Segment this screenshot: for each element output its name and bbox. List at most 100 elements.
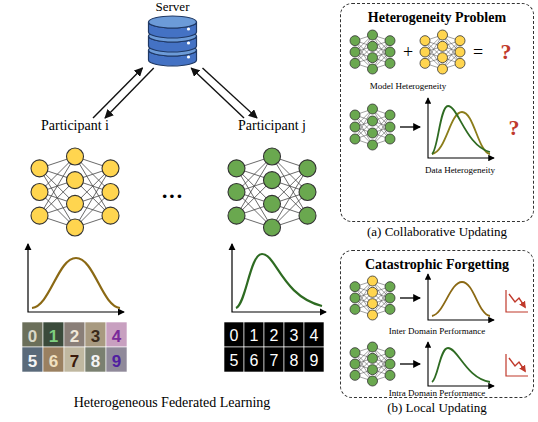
sync-arrow bbox=[203, 68, 258, 118]
neuron bbox=[228, 207, 245, 224]
neuron bbox=[31, 160, 48, 177]
neuron bbox=[368, 104, 378, 114]
neuron bbox=[368, 140, 378, 150]
neuron bbox=[264, 219, 281, 236]
digit-image: 4 bbox=[310, 328, 319, 344]
figure-label: Heterogeneous Federated Learning bbox=[74, 396, 271, 410]
ellipsis: ··· bbox=[161, 185, 183, 207]
image-tile bbox=[244, 347, 264, 372]
neuron bbox=[385, 47, 395, 57]
network-icon bbox=[350, 276, 395, 320]
neuron bbox=[368, 342, 378, 352]
neuron bbox=[350, 348, 360, 358]
sync-arrow bbox=[105, 68, 154, 118]
node-label: Participant i bbox=[25, 118, 125, 133]
status-dot bbox=[187, 27, 190, 30]
neuron bbox=[385, 282, 395, 292]
network-icon bbox=[25, 118, 125, 242]
chart-axes bbox=[428, 98, 494, 158]
neuron bbox=[438, 30, 448, 40]
flow-arrow bbox=[400, 363, 420, 364]
neuron bbox=[350, 110, 360, 120]
flow-arrow bbox=[400, 297, 420, 298]
neuron bbox=[350, 293, 360, 303]
neuron bbox=[299, 160, 316, 177]
neuron bbox=[350, 122, 360, 132]
neuron bbox=[385, 348, 395, 358]
digit-image: 2 bbox=[70, 327, 79, 344]
decline-icon bbox=[506, 290, 528, 312]
neuron bbox=[385, 110, 395, 120]
neuron bbox=[420, 58, 430, 68]
neuron bbox=[228, 184, 245, 201]
network-icon bbox=[350, 342, 395, 386]
digit-image: 0 bbox=[230, 328, 239, 344]
disc-top bbox=[149, 16, 197, 28]
neuron bbox=[455, 58, 465, 68]
row-label: Inter Domain Performance bbox=[389, 327, 485, 336]
digit-image: 2 bbox=[270, 328, 279, 344]
image-tile bbox=[85, 347, 106, 372]
neuron bbox=[368, 310, 378, 320]
image-tile bbox=[106, 347, 127, 372]
panel-caption: (b) Local Updating bbox=[341, 401, 533, 415]
neuron bbox=[67, 148, 84, 165]
neuron bbox=[67, 219, 84, 236]
chart-axes bbox=[232, 244, 326, 312]
participant-model: Participant i bbox=[25, 118, 125, 242]
digit-image: 1 bbox=[49, 327, 58, 344]
digit-image: 3 bbox=[91, 327, 100, 344]
panel-title: Heterogeneity Problem bbox=[341, 10, 533, 25]
network-icon bbox=[222, 118, 322, 242]
neuron bbox=[350, 47, 360, 57]
neuron bbox=[438, 41, 448, 51]
digit-image: 8 bbox=[91, 352, 100, 369]
image-tile bbox=[304, 322, 324, 347]
distribution-curve bbox=[32, 258, 120, 308]
digit-image: 6 bbox=[49, 352, 58, 369]
image-tile bbox=[264, 347, 284, 372]
neuron bbox=[368, 41, 378, 51]
decline-icon bbox=[509, 358, 525, 371]
neuron bbox=[102, 184, 119, 201]
neuron bbox=[368, 353, 378, 363]
neuron bbox=[264, 148, 281, 165]
neuron bbox=[385, 293, 395, 303]
sample-images bbox=[22, 322, 324, 372]
image-tile bbox=[85, 322, 106, 347]
digit-image: 4 bbox=[112, 327, 121, 344]
chart-axes bbox=[428, 342, 494, 386]
neuron bbox=[420, 36, 430, 46]
network-icon bbox=[350, 104, 395, 150]
neuron bbox=[385, 134, 395, 144]
digit-image: 0 bbox=[28, 327, 37, 344]
row-label: Data Heterogeneity bbox=[425, 166, 495, 175]
neuron bbox=[385, 304, 395, 314]
operator-symbol: + bbox=[403, 43, 413, 61]
neuron bbox=[368, 30, 378, 40]
image-tile bbox=[22, 347, 43, 372]
neuron bbox=[31, 207, 48, 224]
neuron bbox=[368, 116, 378, 126]
neuron bbox=[368, 365, 378, 375]
chart-axes bbox=[428, 274, 494, 320]
digit-image: 9 bbox=[310, 353, 319, 369]
sync-arrow bbox=[191, 68, 244, 118]
image-tile bbox=[224, 322, 244, 347]
digit-image: 6 bbox=[250, 353, 259, 369]
digit-image: 7 bbox=[70, 352, 79, 369]
neuron bbox=[31, 184, 48, 201]
distribution-curve bbox=[432, 106, 490, 154]
digit-image: 5 bbox=[230, 353, 239, 369]
neuron bbox=[368, 128, 378, 138]
image-tile bbox=[64, 347, 85, 372]
image-tile bbox=[264, 322, 284, 347]
digit-image: 1 bbox=[250, 328, 259, 344]
dashed-panel: Catastrophic Forgetting(b) Local Updatin… bbox=[340, 250, 534, 398]
row-label: Intra Domain Performance bbox=[389, 389, 485, 398]
image-tile bbox=[22, 322, 43, 347]
status-dot bbox=[187, 55, 190, 58]
digit-image: 5 bbox=[28, 352, 37, 369]
image-tile bbox=[284, 347, 304, 372]
